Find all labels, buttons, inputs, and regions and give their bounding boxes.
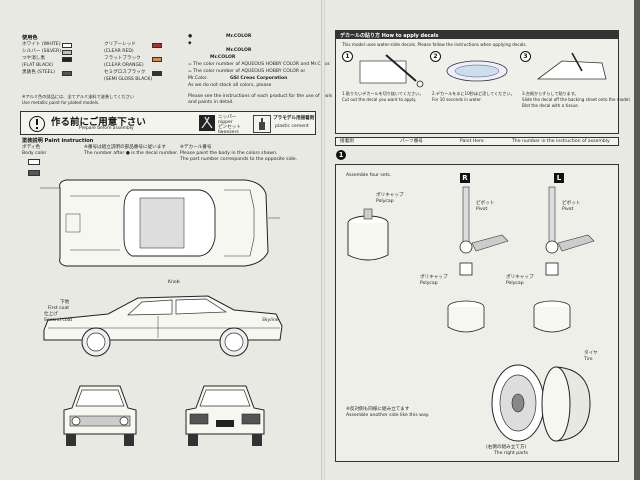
left-suspension-assembly (533, 186, 595, 333)
color-item: シルバー (SILVER) (22, 49, 61, 54)
right-side-marker: R (460, 173, 470, 183)
mr-color-label: Mr.COLOR (226, 48, 252, 53)
color-note-jp: ※アルミ色の部品には、全てアルミ塗料で塗装してください (22, 94, 135, 99)
skyline-emblem: Skyline (262, 318, 279, 323)
steel-swatch (62, 71, 72, 76)
symbol-legend: 接着剤 パーツ番号 Paint Here The number in the i… (335, 137, 619, 146)
car-rear-view (185, 385, 265, 446)
mr-color-label: Mr.COLOR (210, 55, 236, 60)
flat-black-swatch (62, 57, 72, 62)
paint-instruction-title: 塗装説明 Paint instruction (22, 138, 94, 144)
apply-decal-illustration (536, 52, 607, 80)
cement-icon (253, 115, 271, 133)
semi-gloss-black-swatch (152, 71, 162, 76)
color-item: セミグロスブラック (104, 70, 146, 75)
page-edge (634, 0, 640, 480)
cut-decal-illustration (359, 54, 424, 88)
nipper-icon (199, 115, 215, 131)
white-swatch (62, 43, 72, 48)
color-item: フラットブラック (104, 56, 141, 61)
caution-icon (29, 116, 45, 132)
wheel-subassembly (347, 208, 389, 261)
right-suspension-assembly (447, 186, 509, 333)
page-fold (321, 0, 325, 480)
car-side-view (43, 295, 283, 357)
wheel-tire-assembly (491, 364, 591, 442)
prepare-title: 作る前にご用意下さい (51, 117, 146, 128)
prepare-subtitle: Prepare before assembly (79, 126, 134, 131)
prepare-tools-box: 作る前にご用意下さい Prepare before assembly ニッパー … (20, 111, 316, 135)
clear-red-swatch (152, 43, 162, 48)
decal-instructions-box: デカールの貼り方 How to apply decals This model … (335, 30, 631, 134)
car-front-view (63, 385, 137, 446)
color-note-en: Use metallic paint for plated models. (22, 100, 100, 105)
clear-orange-swatch (152, 57, 162, 62)
color-chart-title: 使用色 (22, 35, 38, 41)
color-item: クリアーレッド (104, 42, 136, 47)
color-item: (FLAT BLACK) (22, 63, 54, 68)
car-top-view (40, 179, 280, 267)
mr-color-label: Mr.COLOR (226, 34, 252, 39)
color-item: (SEMI GLOSS BLACK) (104, 77, 153, 82)
color-item: (CLEAR ORANGE) (104, 63, 144, 68)
color-item: つや消し黒 (22, 56, 45, 61)
color-item: ホワイト (WHITE) (22, 42, 61, 47)
decal-title: デカールの貼り方 How to apply decals (340, 33, 439, 39)
step-number: 1 (336, 150, 346, 160)
color-item: (CLEAR RED) (104, 49, 134, 54)
silver-swatch (62, 50, 72, 55)
body-white-swatch (28, 159, 40, 165)
left-side-marker: L (554, 173, 564, 183)
step-1-frame: Assemble four sets. ポリキャップ Polycap R L ピ… (335, 164, 619, 462)
company-name: GSI Creos Corporation (230, 76, 288, 81)
water-dish-illustration (446, 60, 508, 82)
body-dark-swatch (28, 170, 40, 176)
color-item: 黒鉄色 (STEEL) (22, 70, 55, 75)
